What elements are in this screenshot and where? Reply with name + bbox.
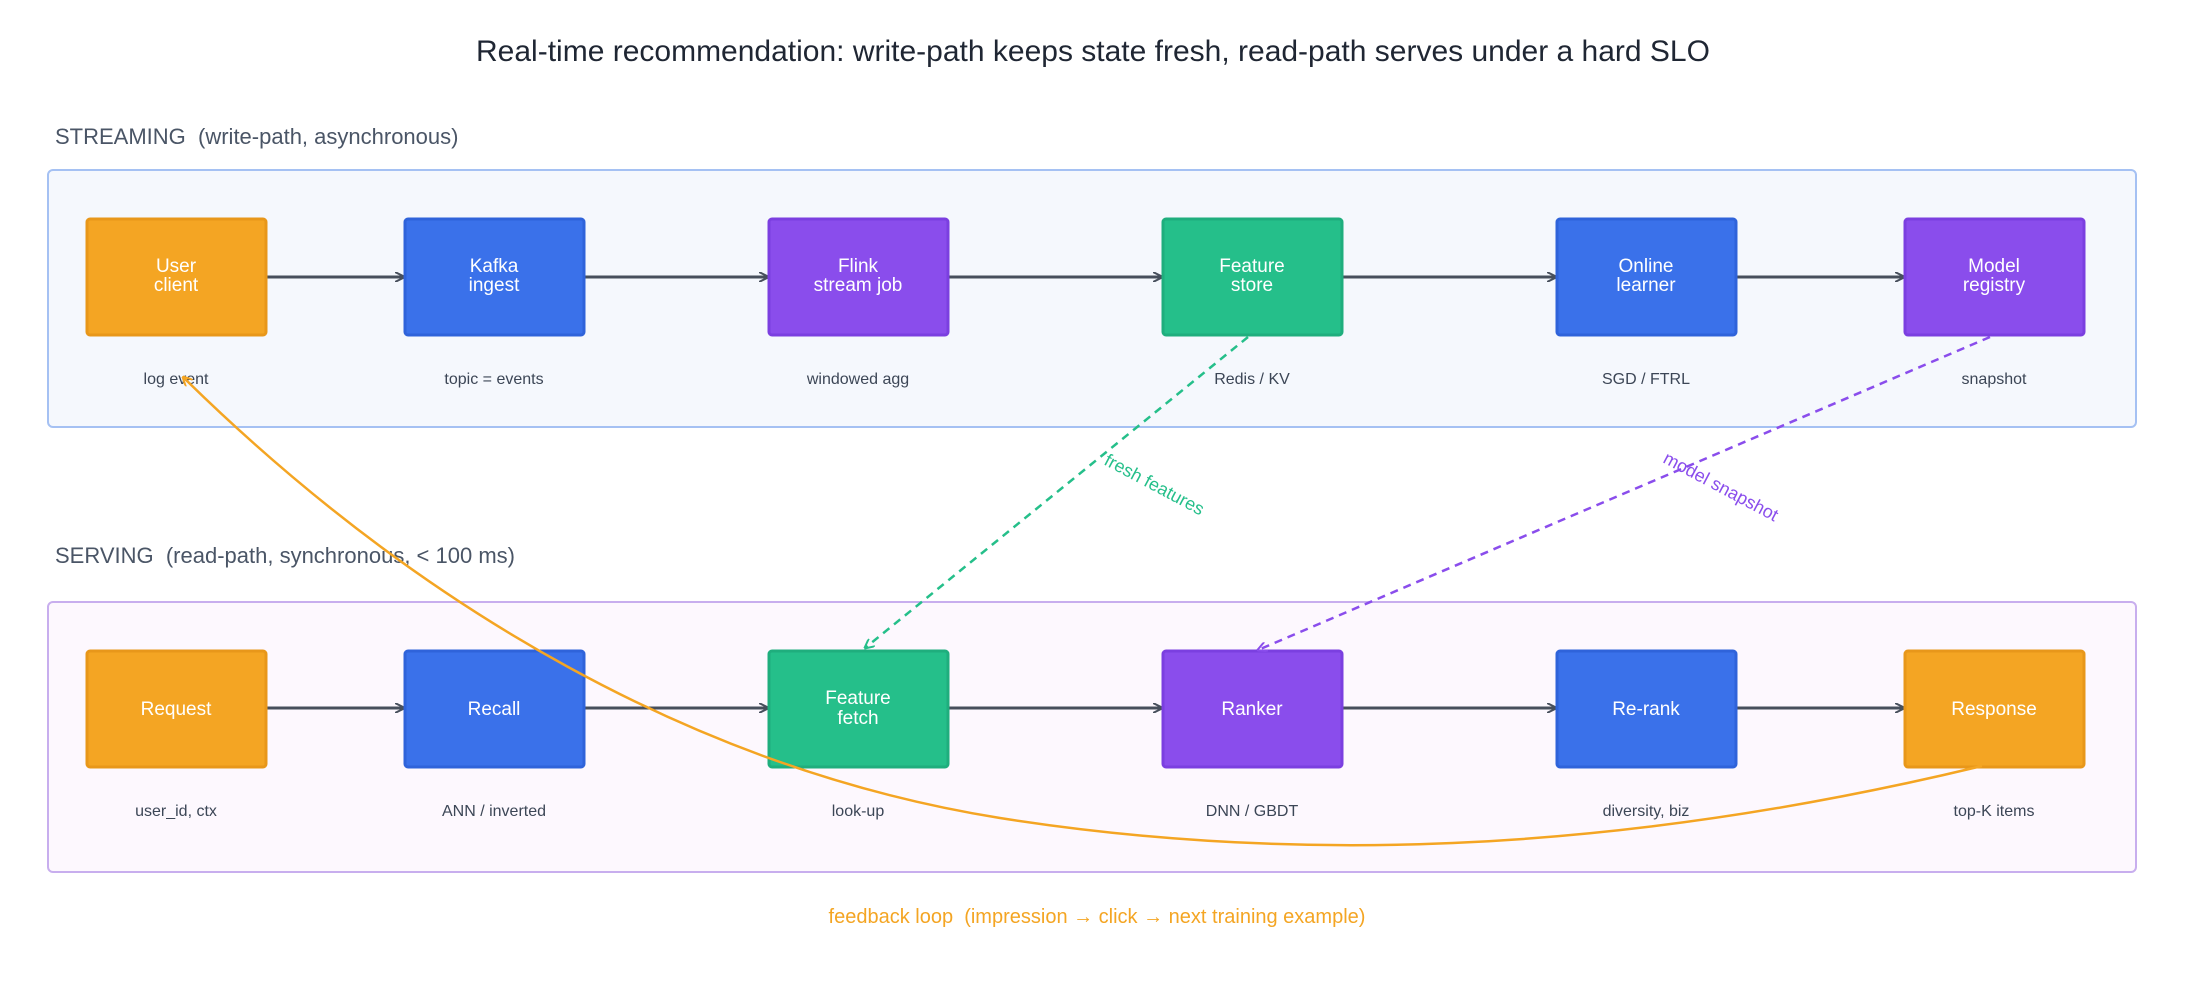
node-box [403,649,586,769]
node-label: ingest [469,275,520,296]
node-box [85,649,268,769]
node-label: Ranker [1221,699,1283,720]
node-label: stream job [814,275,903,296]
node-label: learner [1616,275,1676,296]
streaming-lane [47,169,2137,428]
node-label: User [156,256,197,277]
node-re-rank: Re-rank [1555,649,1738,769]
node-box [1161,217,1344,337]
node-box [1555,649,1738,769]
node-label: Response [1951,699,2037,720]
node-label: registry [1963,275,2026,296]
node-box [1161,649,1344,769]
node-kafka-ingest: Kafka ingest [403,217,586,337]
node-box [1903,217,2086,337]
node-label: Request [141,699,212,720]
diagram-title: Real-time recommendation: write-path kee… [476,35,1710,68]
node-response: Response [1903,649,2086,769]
node-model-registry: Model registry [1903,217,2086,337]
node-caption: windowed agg [806,371,909,388]
node-feature-store: Feature store [1161,217,1344,337]
node-request: Request [85,649,268,769]
node-box [767,217,950,337]
node-caption: topic = events [444,371,543,388]
node-box [1555,217,1738,337]
node-caption: DNN / GBDT [1206,803,1299,820]
node-caption: ANN / inverted [442,803,546,820]
node-label: Model [1968,256,2020,277]
serving-lane-label: SERVING (read-path, synchronous, < 100 m… [55,543,515,568]
node-caption: Redis / KV [1214,371,1290,388]
node-recall: Recall [403,649,586,769]
node-caption: look-up [832,803,885,820]
node-online-learner: Online learner [1555,217,1738,337]
node-caption: snapshot [1962,371,2027,388]
streaming-lane-label: STREAMING (write-path, asynchronous) [55,124,458,149]
node-label: Re-rank [1612,699,1680,720]
node-ranker: Ranker [1161,649,1344,769]
model-snapshot-label: model snapshot [1660,448,1782,525]
fresh-features-link [865,336,1249,648]
node-label: client [154,275,199,296]
node-box [767,649,950,769]
node-feature-fetch: Feature fetch [767,649,950,769]
node-caption: top-K items [1954,803,2035,820]
node-caption: SGD / FTRL [1602,371,1690,388]
node-label: Feature [825,688,890,709]
node-caption: diversity, biz [1603,803,1690,820]
node-label: Flink [838,256,879,277]
feedback-loop-label: feedback loop (impression → click → next… [829,906,1366,928]
node-caption: user_id, ctx [135,803,217,820]
node-label: store [1231,275,1273,296]
node-box [1903,649,2086,769]
node-user-client: User client [85,217,268,337]
node-caption: log event [144,371,209,388]
node-label: Online [1619,256,1674,277]
node-box [85,217,268,337]
node-label: Feature [1219,256,1284,277]
node-box [403,217,586,337]
node-label: fetch [837,708,878,729]
node-label: Recall [468,699,521,720]
node-label: Kafka [470,256,519,277]
model-snapshot-link [1258,335,1991,650]
fresh-features-label: fresh features [1101,450,1208,519]
feedback-loop-curve [183,377,1983,847]
node-flink-stream-job: Flink stream job [767,217,950,337]
